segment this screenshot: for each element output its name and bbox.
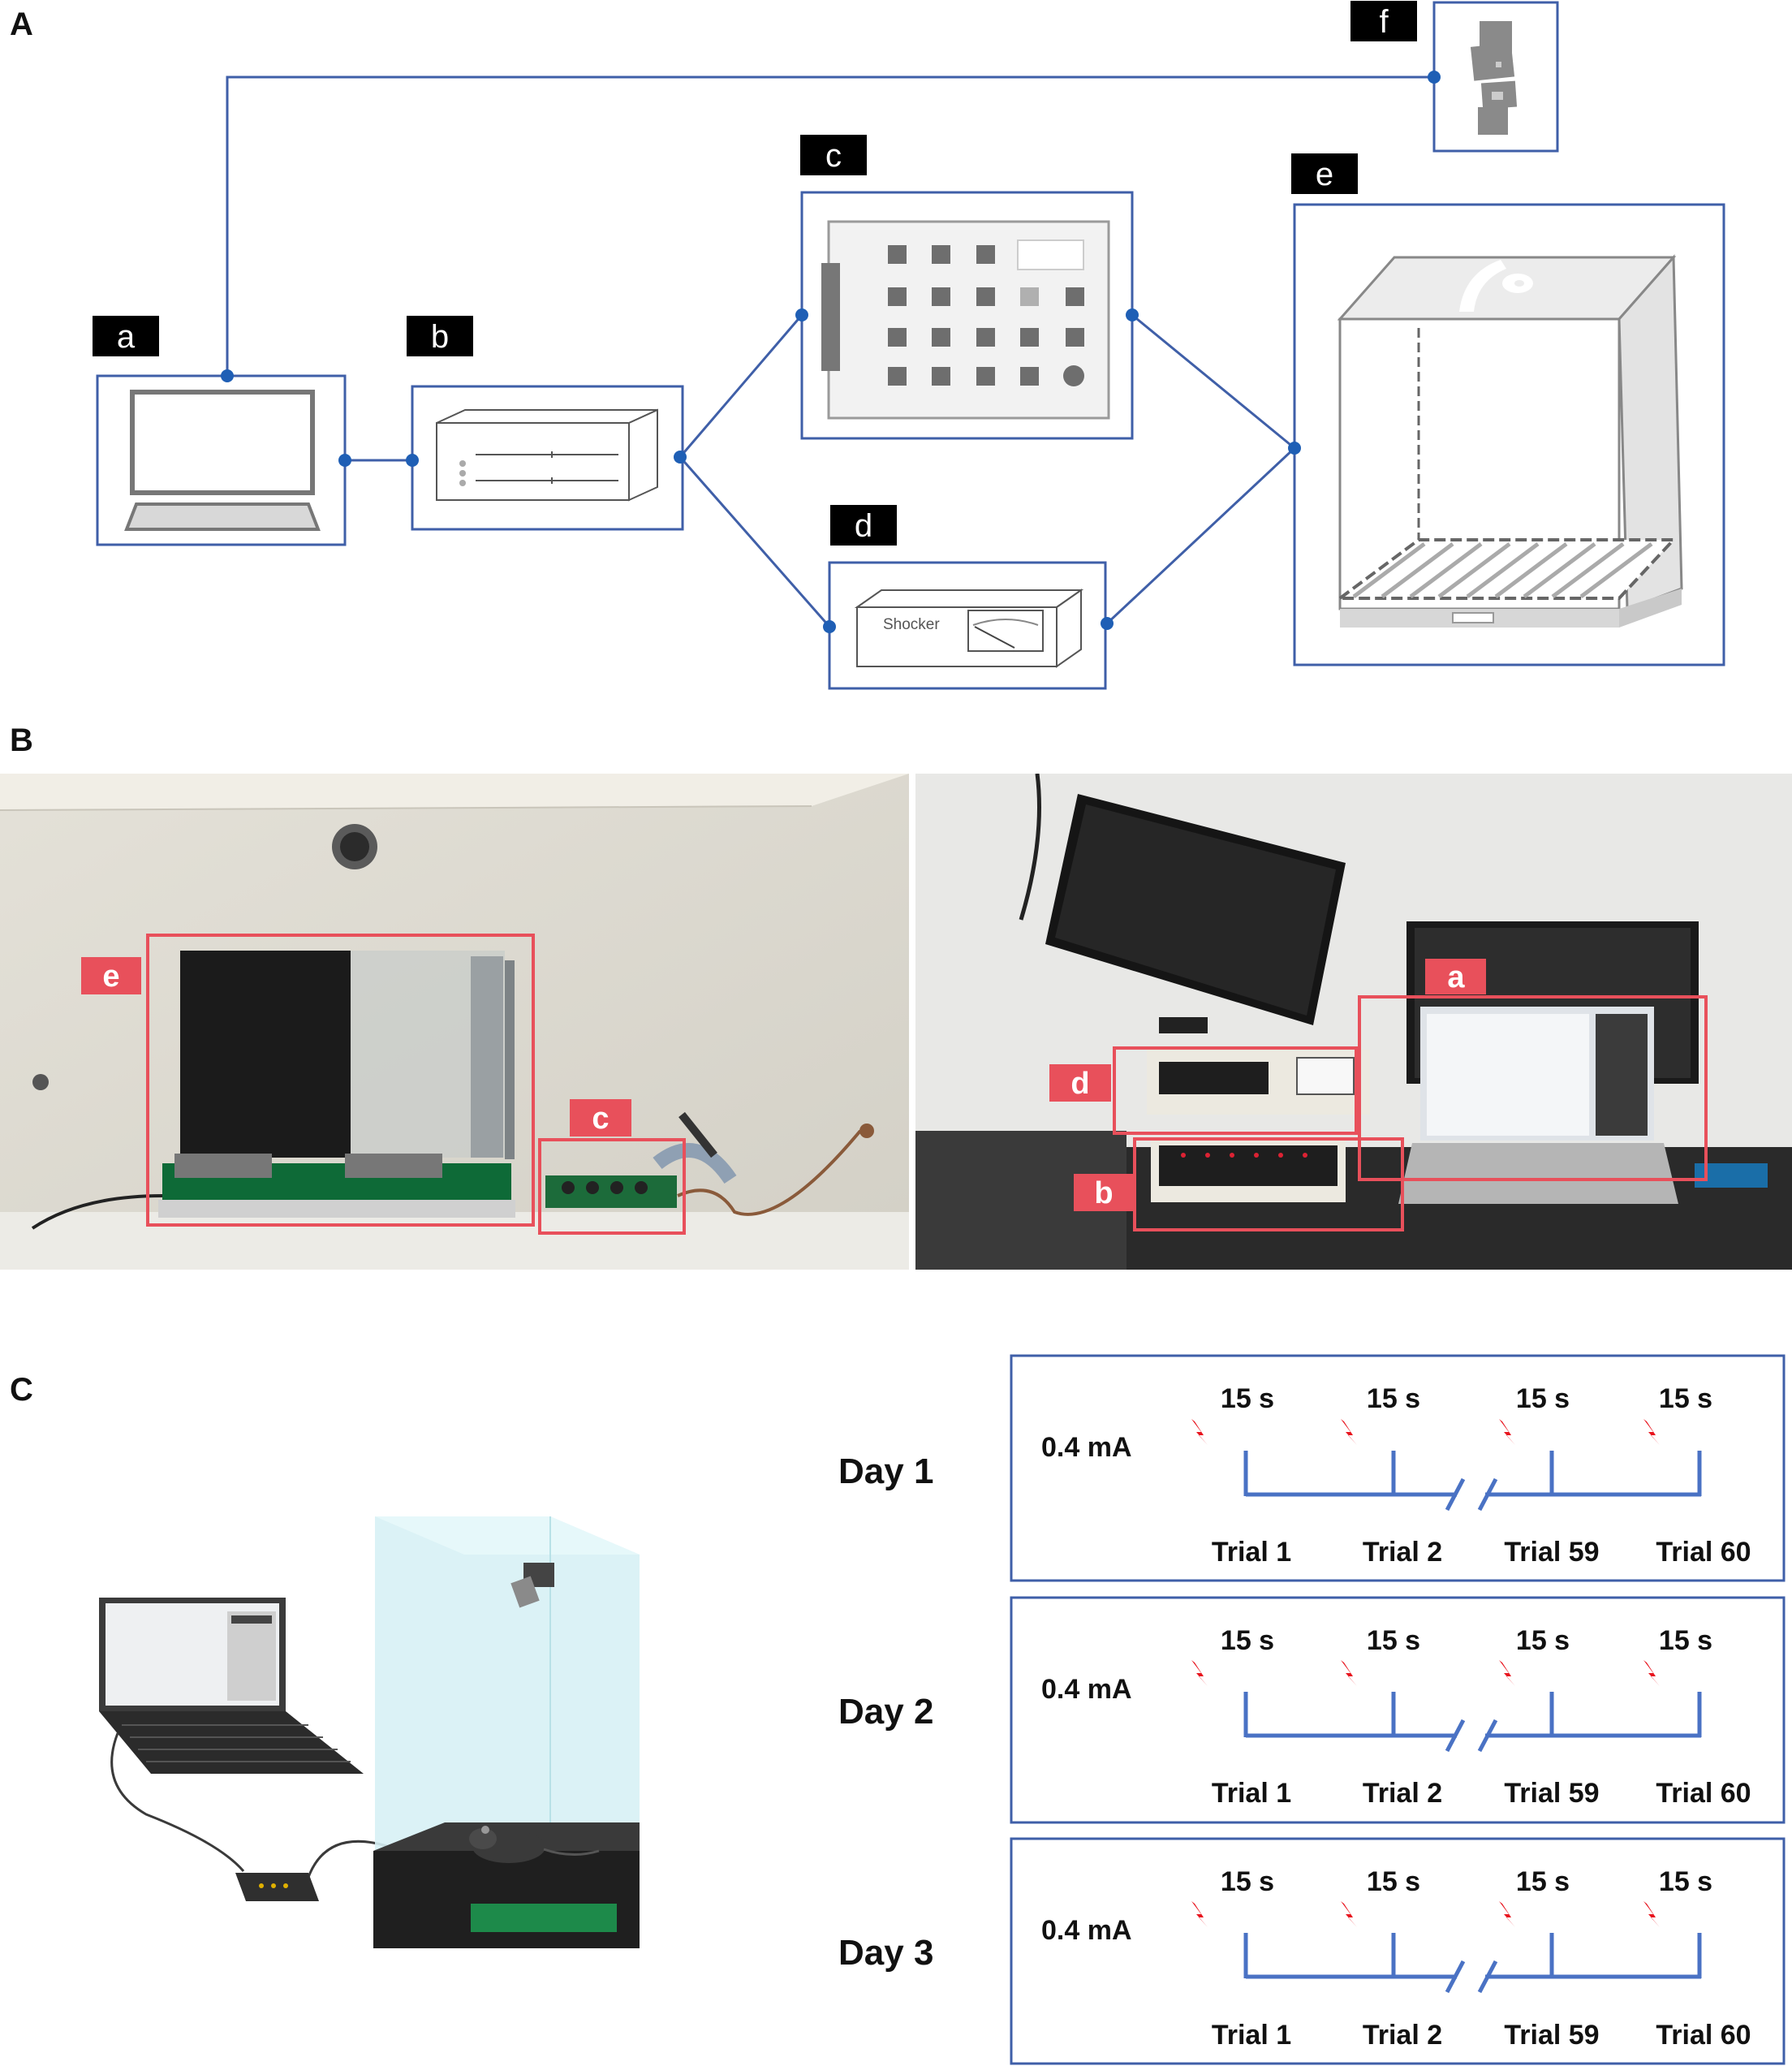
day1-timeline [1243,1451,1702,1512]
line-interface-to-controller [678,314,803,458]
shocker-illustration [854,589,1084,668]
chamber-illustration [1334,254,1683,628]
day1-box [1010,1354,1786,1582]
day2-trial-60: Trial 60 [1656,1778,1751,1809]
schematic-label-d: d [855,508,872,544]
panel-letter-c: C [10,1372,33,1408]
day1-current: 0.4 mA [1041,1432,1132,1463]
day2-label: Day 2 [838,1692,933,1732]
shocker-text: Shocker [883,616,940,633]
day2-interval-3: 15 s [1516,1625,1570,1656]
photo-label-a: a [1447,960,1465,994]
day2-interval-4: 15 s [1659,1625,1712,1656]
day3-box [1010,1837,1786,2065]
day1-trial-60: Trial 60 [1656,1537,1751,1568]
line-interface-to-shocker [678,456,831,628]
photo-control-setup: a d b [915,774,1792,1270]
schematic-label-a: a [117,319,136,355]
connection-nodes [221,71,1441,633]
photo-chamber: e c [0,774,909,1270]
interface-illustration [436,408,658,502]
day3-interval-2: 15 s [1367,1866,1420,1897]
schematic-label-tags [93,1,1417,546]
day2-trial-59: Trial 59 [1504,1778,1599,1809]
schematic-label-b: b [431,319,449,355]
day1-label: Day 1 [838,1451,933,1491]
day1-shock-icons [1191,1419,1660,1445]
schematic-diagram: a b c d e f [93,1,1725,690]
photo-label-d: d [1070,1067,1089,1101]
label-tag-d [830,505,897,546]
day2-timeline [1243,1692,1702,1753]
panel-letter-b: B [10,722,33,758]
photo-label-b: b [1094,1176,1113,1210]
day3-timeline [1243,1933,1702,1994]
day3-current: 0.4 mA [1041,1915,1132,1946]
day1-trial-1: Trial 1 [1212,1537,1291,1568]
day3-interval-3: 15 s [1516,1866,1570,1897]
label-tag-e [1291,153,1358,194]
schematic-label-c: c [825,138,842,174]
day3-interval-1: 15 s [1221,1866,1274,1897]
line-controller-to-chamber [1131,313,1295,450]
photo-label-e: e [102,960,119,994]
day3-shock-icons [1191,1901,1660,1927]
line-computer-to-camera [226,75,1434,376]
line-shocker-to-chamber [1105,446,1296,625]
day3-trial-1: Trial 1 [1212,2020,1291,2051]
laptop-illustration [124,390,321,531]
photo-label-c: c [592,1102,609,1136]
day2-interval-1: 15 s [1221,1625,1274,1656]
panel-letter-a: A [10,6,33,42]
day1-interval-1: 15 s [1221,1383,1274,1414]
day1-interval-3: 15 s [1516,1383,1570,1414]
day2-trial-1: Trial 1 [1212,1778,1291,1809]
day3-trial-2: Trial 2 [1363,2020,1442,2051]
day1-trial-59: Trial 59 [1504,1537,1599,1568]
day2-trial-2: Trial 2 [1363,1778,1442,1809]
controller-illustration [821,220,1110,420]
day3-label: Day 3 [838,1933,933,1973]
label-tag-a [93,316,159,356]
day1-interval-2: 15 s [1367,1383,1420,1414]
label-tag-f [1350,1,1417,41]
label-tag-b [407,316,473,356]
schematic-label-f: f [1379,4,1389,40]
camera-illustration [1470,21,1518,135]
day1-trial-2: Trial 2 [1363,1537,1442,1568]
day2-shock-icons [1191,1660,1660,1686]
day3-trial-60: Trial 60 [1656,2020,1751,2051]
day3-trial-59: Trial 59 [1504,2020,1599,2051]
day2-interval-2: 15 s [1367,1625,1420,1656]
label-tag-c [800,135,867,175]
day3-interval-4: 15 s [1659,1866,1712,1897]
day2-box [1010,1596,1786,1824]
box-chamber [1293,203,1725,666]
day1-interval-4: 15 s [1659,1383,1712,1414]
schematic-label-e: e [1316,157,1333,192]
day2-current: 0.4 mA [1041,1674,1132,1705]
